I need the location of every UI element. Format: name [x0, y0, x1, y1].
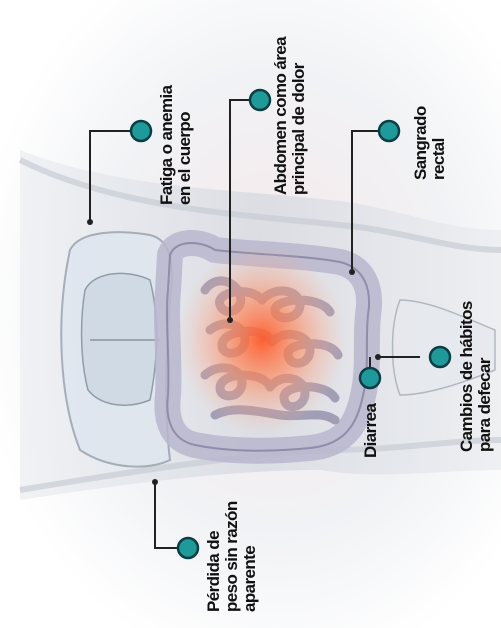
label-abdominal-pain-line-2: principal de dolor: [290, 37, 308, 195]
label-weight-loss-line-1: Pérdida de: [205, 501, 223, 612]
marker-bowel-habit-change: [430, 347, 450, 367]
marker-fatigue: [131, 121, 151, 141]
label-fatigue-line-1: Fatiga o anemia: [158, 86, 176, 205]
label-bowel-habit-change: Cambios de hábitos para defecar: [458, 301, 494, 452]
marker-abdominal-pain: [250, 90, 270, 110]
label-rectal-bleeding: Sangrado rectal: [412, 106, 448, 180]
pain-area: [177, 245, 347, 435]
label-abdominal-pain: Abdomen como área principal de dolor: [272, 37, 308, 195]
label-weight-loss: Pérdida de peso sin razón aparente: [205, 501, 259, 612]
marker-weight-loss: [178, 538, 198, 558]
label-fatigue: Fatiga o anemia en el cuerpo: [158, 86, 194, 205]
marker-diarrhea: [360, 368, 380, 388]
label-abdominal-pain-line-1: Abdomen como área: [272, 37, 290, 195]
label-bowel-habit-change-line-1: Cambios de hábitos: [458, 301, 476, 452]
label-weight-loss-line-3: aparente: [241, 501, 259, 612]
label-diarrhea-line-1: Diarrea: [362, 404, 380, 458]
label-fatigue-line-2: en el cuerpo: [176, 86, 194, 205]
label-weight-loss-line-2: peso sin razón: [223, 501, 241, 612]
label-diarrhea: Diarrea: [362, 404, 380, 458]
label-rectal-bleeding-line-2: rectal: [430, 106, 448, 180]
marker-rectal-bleeding: [379, 121, 399, 141]
label-rectal-bleeding-line-1: Sangrado: [412, 106, 430, 180]
label-bowel-habit-change-line-2: para defecar: [476, 301, 494, 452]
